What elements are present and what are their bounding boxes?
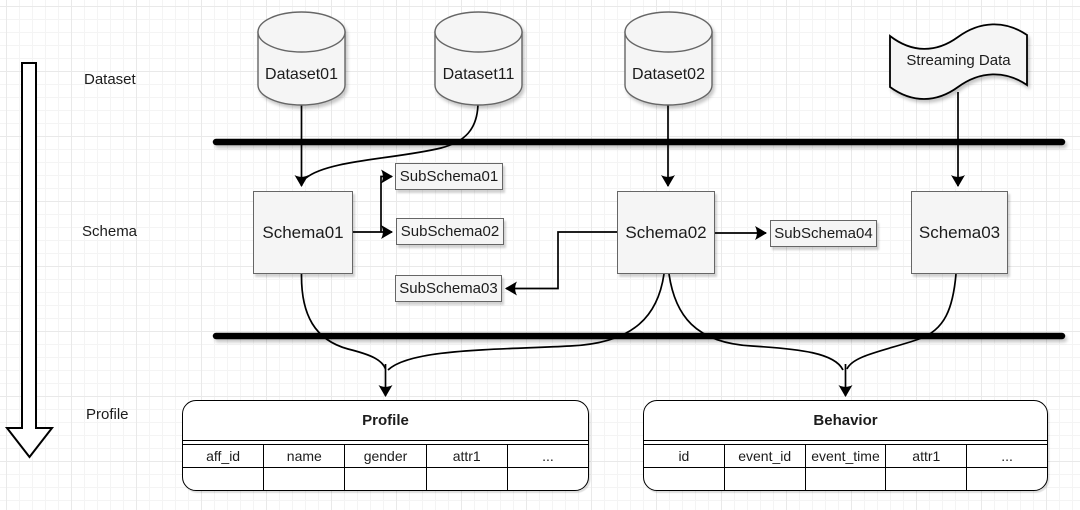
behavior-table-band	[644, 441, 1047, 445]
table-column: attr1	[426, 445, 508, 490]
dataset02-label: Dataset02	[632, 66, 705, 83]
lane-label-profile: Profile	[86, 406, 129, 423]
edge-schema02-profile	[387, 273, 665, 371]
edge-schema02-behavior	[668, 273, 844, 371]
schema03-node: Schema03	[911, 191, 1008, 274]
table-column: event_id	[724, 445, 806, 490]
dataset11-label: Dataset11	[442, 66, 515, 83]
column-header: attr1	[426, 445, 507, 468]
dataset01-label: Dataset01	[265, 66, 338, 83]
column-empty-cell	[644, 468, 724, 490]
behavior-table-title: Behavior	[644, 401, 1047, 441]
schema02-node: Schema02	[617, 191, 715, 274]
timeline-down-arrow	[4, 62, 55, 459]
dataset01-cylinder	[257, 11, 346, 106]
streaming-data-tape	[889, 23, 1028, 100]
edge-schema03-behavior	[846, 273, 957, 370]
column-empty-cell	[725, 468, 805, 490]
column-header: attr1	[886, 445, 967, 468]
table-column: ...	[967, 445, 1047, 490]
dataset11-cylinder	[434, 11, 523, 106]
dataset02-cylinder	[624, 11, 713, 106]
subschema03-node: SubSchema03	[395, 275, 502, 302]
profile-table-title: Profile	[183, 401, 588, 441]
column-empty-cell	[183, 468, 263, 490]
subschema01-label: SubSchema01	[399, 168, 499, 185]
connector-group	[294, 92, 965, 397]
edge-dataset11-schema01	[305, 101, 479, 179]
profile-table-columns: aff_id name gender attr1 ...	[183, 445, 588, 490]
schema01-node: Schema01	[253, 191, 353, 274]
subschema02-label: SubSchema02	[400, 223, 500, 240]
schema03-label: Schema03	[918, 222, 1001, 242]
subschema04-node: SubSchema04	[770, 220, 877, 247]
column-empty-cell	[264, 468, 344, 490]
edge-schema02-subschema03	[505, 231, 617, 296]
streaming-data-label: Streaming Data	[906, 52, 1011, 69]
subschema04-label: SubSchema04	[774, 225, 873, 242]
subschema03-label: SubSchema03	[399, 280, 498, 297]
column-header: name	[264, 445, 345, 468]
column-empty-cell	[806, 468, 886, 490]
column-header: aff_id	[183, 445, 264, 468]
profile-table-band	[183, 441, 588, 445]
behavior-table: Behavior id event_id event_time attr1 ..…	[643, 400, 1048, 491]
column-empty-cell	[427, 468, 507, 490]
table-column: attr1	[886, 445, 968, 490]
column-empty-cell	[967, 468, 1047, 490]
table-column: name	[264, 445, 346, 490]
column-empty-cell	[508, 468, 588, 490]
lane-label-schema: Schema	[82, 223, 138, 240]
behavior-table-columns: id event_id event_time attr1 ...	[644, 445, 1047, 490]
column-empty-cell	[886, 468, 966, 490]
edge-schema01-subschema01	[380, 169, 393, 232]
subschema02-node: SubSchema02	[396, 218, 504, 245]
table-column: gender	[345, 445, 427, 490]
column-header: event_time	[805, 445, 886, 468]
column-header: ...	[967, 445, 1047, 468]
column-empty-cell	[345, 468, 425, 490]
table-column: aff_id	[183, 445, 265, 490]
subschema01-node: SubSchema01	[395, 163, 503, 190]
schema01-label: Schema01	[262, 222, 344, 242]
column-header: id	[644, 445, 724, 468]
table-column: id	[644, 445, 725, 490]
column-header: ...	[507, 445, 588, 468]
edge-schema01-profile	[300, 273, 387, 370]
schema02-label: Schema02	[625, 222, 707, 242]
table-column: ...	[507, 445, 588, 490]
column-header: event_id	[724, 445, 805, 468]
column-header: gender	[345, 445, 426, 468]
lane-label-dataset: Dataset	[84, 71, 136, 88]
table-column: event_time	[805, 445, 887, 490]
profile-table: Profile aff_id name gender attr1 ...	[182, 400, 589, 491]
